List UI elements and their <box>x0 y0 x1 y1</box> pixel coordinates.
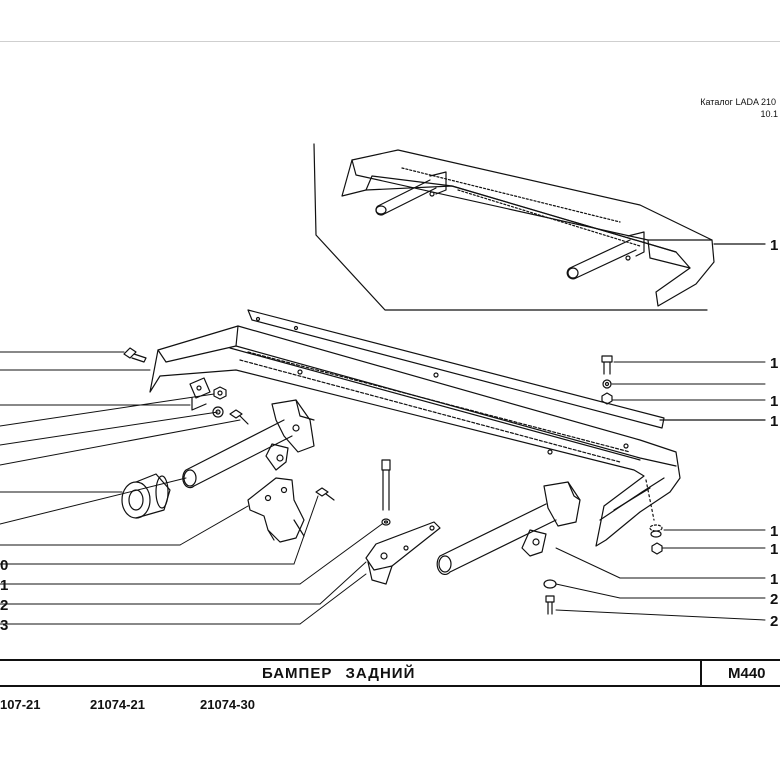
callout-right-3: 1 <box>770 413 778 430</box>
catalog-header-title: Каталог LADA 210 <box>700 97 776 107</box>
bolt-right-bottom <box>545 595 555 615</box>
bolt-2 <box>229 409 249 425</box>
bolt-1 <box>123 347 147 363</box>
bolt-3 <box>315 487 335 501</box>
callout-left-1: 0 <box>0 557 8 574</box>
bumper-beam <box>149 325 681 547</box>
long-bolt <box>381 459 391 526</box>
callout-right-6: 1 <box>770 571 778 588</box>
clip-bracket <box>189 377 211 411</box>
nut-right-bottom <box>651 542 663 555</box>
callout-right-2: 1 <box>770 355 778 372</box>
nut-small <box>213 386 227 400</box>
catalog-header-date: 10.1 <box>760 109 778 119</box>
callout-right-8: 2 <box>770 591 778 608</box>
top-divider <box>0 41 780 42</box>
callout-right-1: 1 <box>770 237 778 254</box>
left-mounting-arm <box>182 399 315 489</box>
model-code: 107-21 <box>0 697 41 712</box>
lower-bracket <box>365 521 441 585</box>
nut-right-top <box>601 392 613 405</box>
inset-frame-line <box>313 143 708 311</box>
inset-bumper-beam <box>341 149 715 307</box>
parts-drawing: 0 1 2 3 1 1 1 1 1 1 1 2 2 <box>0 143 778 634</box>
right-fasteners <box>543 355 663 615</box>
callout-left-4: 3 <box>0 617 8 634</box>
title-divider <box>700 661 702 685</box>
left-fasteners <box>123 347 335 501</box>
callout-right-5: 1 <box>770 541 778 558</box>
callout-right-9: 2 <box>770 613 778 630</box>
right-mounting-arm <box>436 481 581 576</box>
inset-right-bracket <box>566 231 645 280</box>
inset-bumper-assembly <box>313 143 766 311</box>
model-code: 21074-21 <box>90 697 145 712</box>
callout-left-2: 1 <box>0 577 8 594</box>
title-bar: БАМПЕР ЗАДНИЙ М440 <box>0 659 780 687</box>
callout-labels: 0 1 2 3 1 1 1 1 1 1 1 2 2 <box>0 237 778 634</box>
inset-left-bracket <box>375 171 447 216</box>
bumper-trim-strip <box>247 309 665 429</box>
washer-left <box>212 406 224 418</box>
rubber-buffer <box>121 473 171 519</box>
model-code: 21074-30 <box>200 697 255 712</box>
callout-right-7: 1 <box>770 393 778 410</box>
main-bumper <box>149 309 766 547</box>
bolt-right-top <box>601 355 613 375</box>
washer-right-top <box>602 379 612 389</box>
washer-right-bottom <box>543 579 557 589</box>
support-plate <box>247 477 305 543</box>
left-leader-lines <box>0 351 383 625</box>
callout-left-3: 2 <box>0 597 8 614</box>
sheet-code: М440 <box>728 665 766 682</box>
right-leader-lines <box>555 361 766 621</box>
callout-right-4: 1 <box>770 523 778 540</box>
diagram-title: БАМПЕР ЗАДНИЙ <box>262 665 416 682</box>
